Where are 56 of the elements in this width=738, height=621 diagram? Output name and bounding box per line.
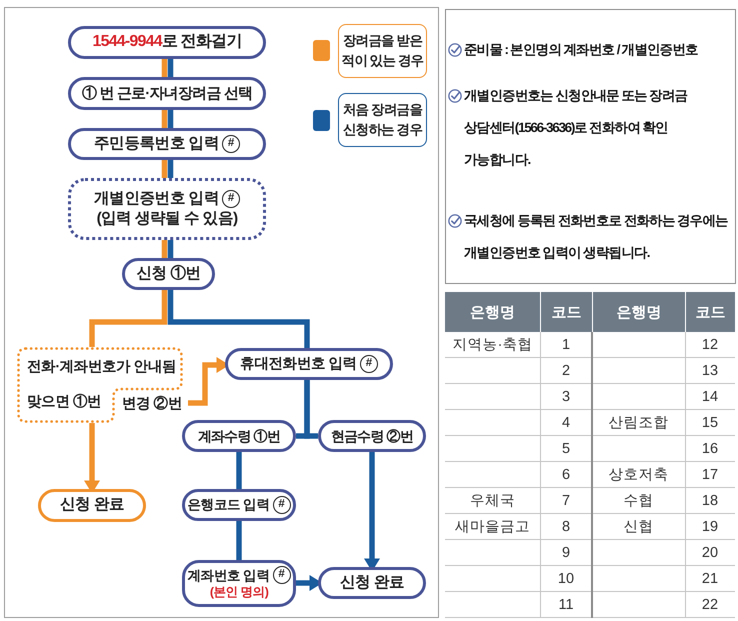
- circled-hash: #: [222, 190, 240, 208]
- info-text: 전화·계좌번호가 안내됨: [27, 358, 176, 377]
- note-text: (본인 명의): [210, 584, 268, 601]
- connector-line: [236, 452, 242, 489]
- header-cell: 은행명: [445, 292, 540, 332]
- connector-line: [236, 521, 242, 560]
- step-text: 개별인증번호 입력: [94, 188, 220, 209]
- step-box: [182, 489, 296, 521]
- end-box: [318, 567, 426, 599]
- phone-number: 1544-9944: [92, 32, 162, 52]
- end-box: [38, 489, 146, 522]
- option-text: 변경 ②번: [116, 392, 188, 416]
- step-box: [68, 26, 266, 59]
- step-text: 은행코드 입력: [187, 496, 270, 514]
- header-cell: 은행명: [593, 292, 685, 332]
- step-text: 계좌수령 ①번: [198, 426, 280, 446]
- step-text: 현금수령 ②번: [330, 426, 414, 446]
- step-box: [68, 128, 266, 160]
- connector-line: [162, 240, 168, 258]
- step-text: (입력 생략될 수 있음): [96, 209, 238, 229]
- connector-line: [168, 240, 174, 258]
- header-cell: 코드: [541, 292, 592, 332]
- step-text: 주민등록번호 입력: [94, 134, 220, 154]
- note-text: 개별인증번호는 신청안내문 또는 장려금 상담센터(1566-3636)로 전화하여 확인 가능합니다.: [464, 87, 688, 169]
- circled-hash: #: [272, 496, 291, 514]
- step-text: ① 번 근로·자녀장려금 선택: [82, 84, 252, 104]
- connector-line: [162, 160, 168, 178]
- connector-line: [89, 290, 168, 347]
- step-box: [122, 258, 215, 290]
- step-text: 신청 완료: [60, 495, 124, 516]
- step-text: 휴대전화번호 입력: [240, 354, 357, 374]
- step-box: [68, 77, 266, 110]
- note-text: 준비물 : 본인명의 계좌번호 / 개별인증번호: [464, 41, 699, 59]
- circled-hash: #: [272, 566, 291, 584]
- circled-hash: #: [222, 134, 240, 153]
- step-box: [182, 560, 296, 607]
- header-cell: 코드: [686, 292, 735, 332]
- step-box: [182, 420, 296, 452]
- step-text: 계좌번호 입력: [187, 566, 270, 584]
- connector-line: [168, 59, 174, 77]
- connector-line: [162, 59, 168, 77]
- connector-line: [168, 160, 174, 178]
- step-text: 로 전화걸기: [162, 32, 242, 52]
- legend-label: 장려금을 받은 적이 있는 경우: [338, 24, 427, 78]
- step-text: 신청 완료: [340, 572, 404, 593]
- info-text: 맞으면 ①번: [27, 393, 102, 412]
- connector-line: [162, 110, 168, 128]
- connector-line: [168, 110, 174, 128]
- circled-hash: #: [360, 355, 378, 373]
- note-text: 국세청에 등록된 전화번호로 전화하는 경우에는 개별인증번호 입력이 생략됩니다.: [464, 212, 729, 262]
- optional-step-box: [68, 178, 266, 240]
- legend-label: 처음 장려금을 신청하는 경우: [338, 93, 427, 147]
- step-text: 신청 ①번: [136, 264, 201, 284]
- step-box: [225, 348, 393, 380]
- step-box: [318, 420, 426, 452]
- connector-line: [304, 380, 318, 439]
